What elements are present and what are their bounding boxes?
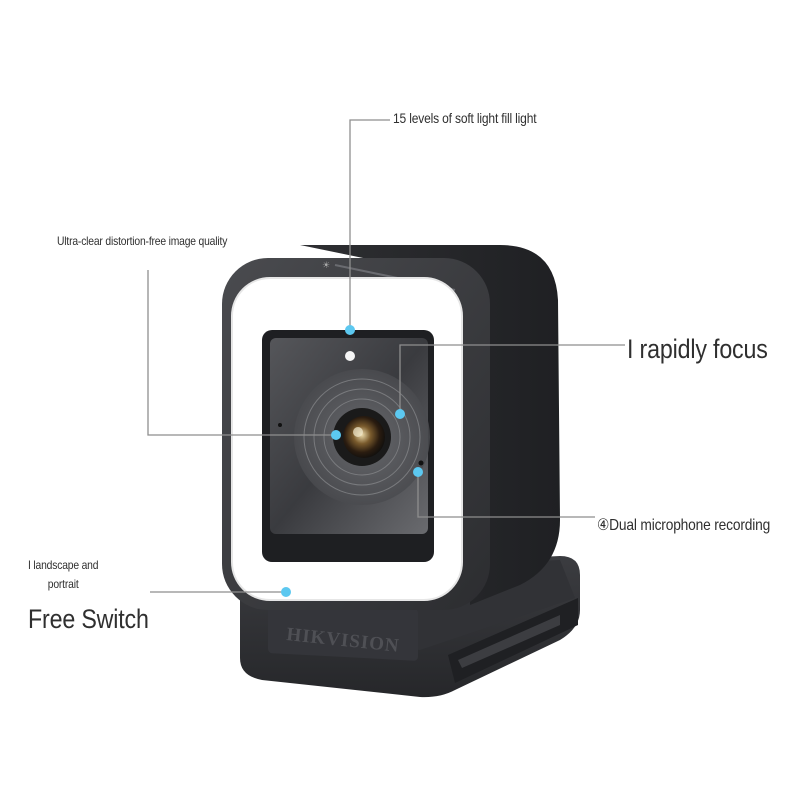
callout-rapid-focus: I rapidly focus	[627, 334, 768, 364]
callout-landscape-line1: I landscape and	[28, 558, 99, 572]
microphone-hole-left	[278, 423, 282, 427]
svg-text:☀: ☀	[322, 261, 330, 271]
callout-landscape-line2: portrait	[47, 577, 79, 591]
callout-markers	[281, 325, 423, 597]
callout-landscape-portrait: I landscape and portrait	[28, 556, 98, 594]
callout-dual-microphone: ④Dual microphone recording	[597, 517, 771, 534]
callout-free-switch: Free Switch	[28, 604, 149, 634]
callout-leader-lines	[147, 119, 625, 593]
callout-image-quality: Ultra-clear distortion-free image qualit…	[57, 234, 228, 248]
webcam-body-side	[300, 245, 560, 605]
callout-fill-light: 15 levels of soft light fill light	[393, 110, 537, 126]
microphone-hole	[418, 460, 424, 466]
status-led	[345, 351, 355, 361]
camera-lens	[294, 369, 430, 505]
